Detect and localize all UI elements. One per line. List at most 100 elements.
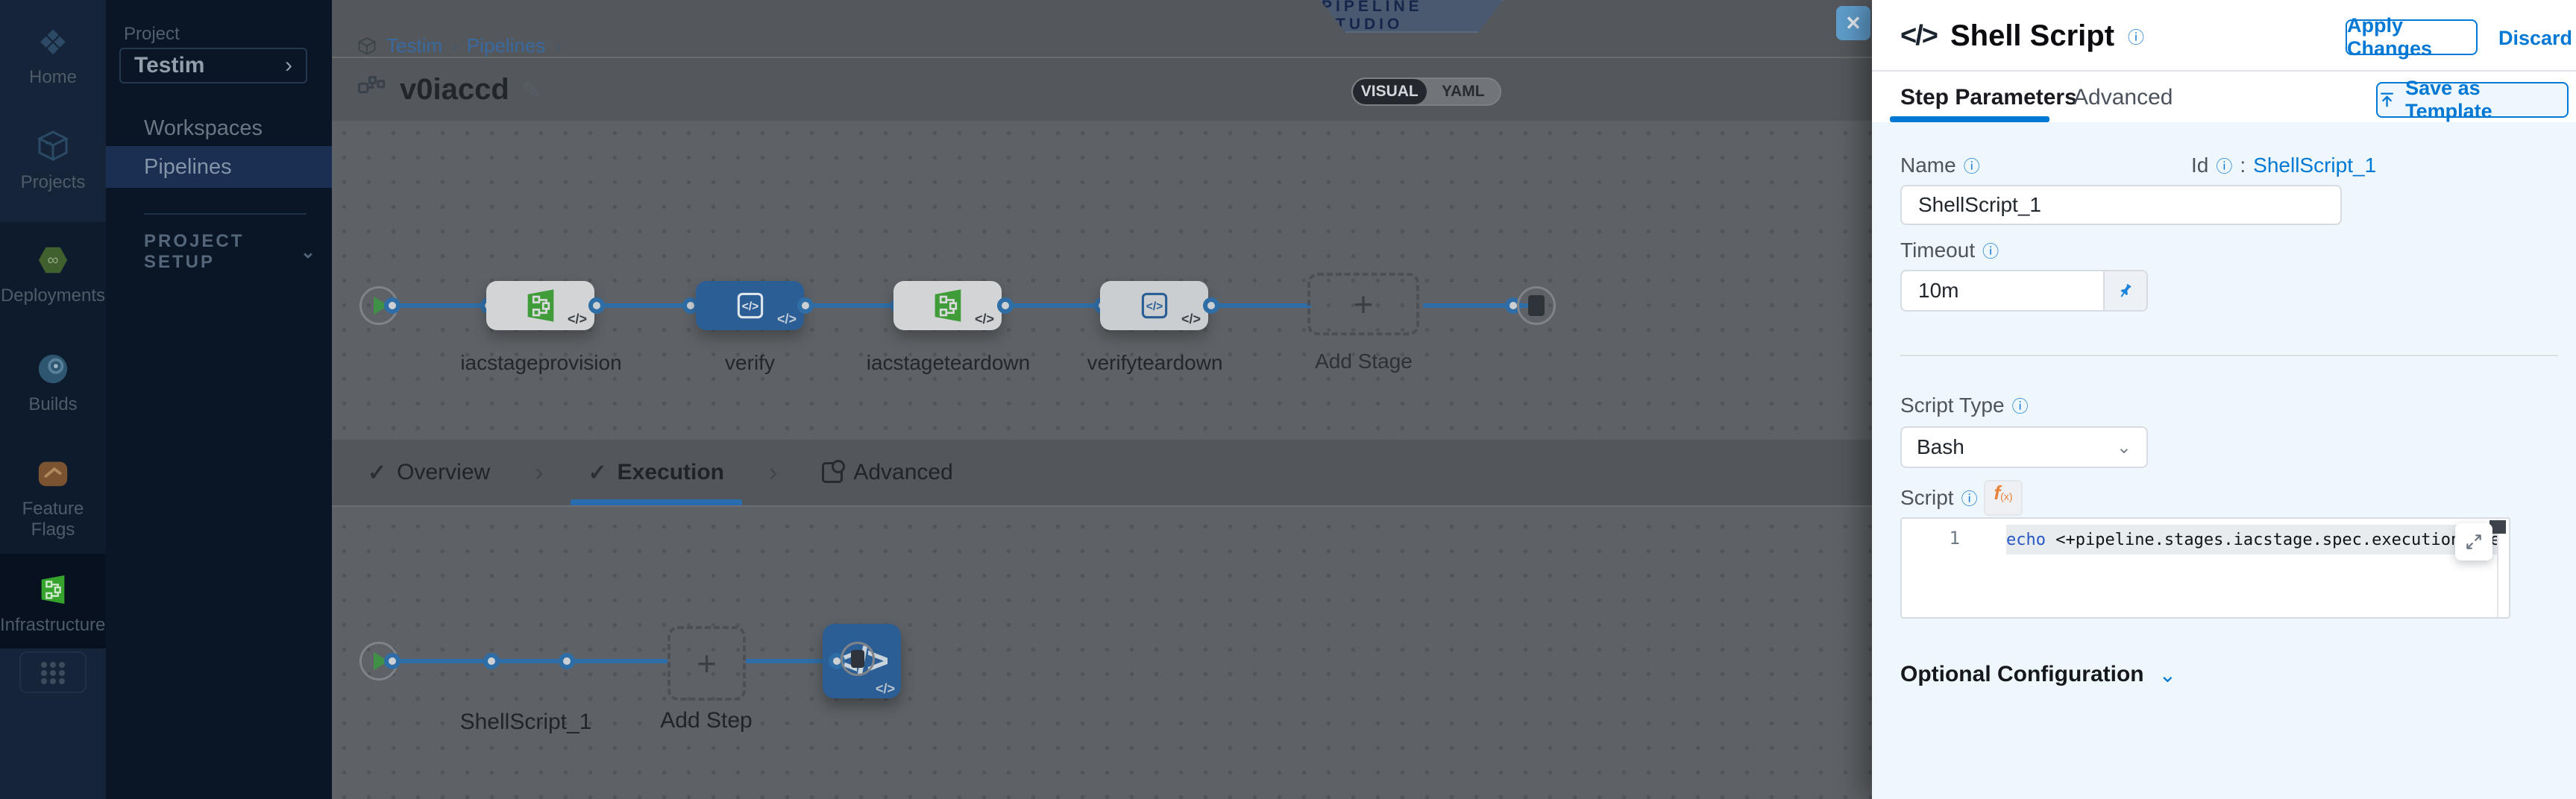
script-code-editor[interactable]: 1 echo <+pipeline.stages.iacstage.spec.e… — [1900, 517, 2510, 619]
connector-port[interactable] — [384, 653, 400, 669]
project-name: Testim — [134, 53, 205, 78]
builds-icon — [0, 352, 106, 390]
code-keyword: echo — [2006, 530, 2046, 549]
pin-icon — [2120, 283, 2132, 297]
sidebar-item-home[interactable]: ❖ Home — [0, 22, 106, 88]
project-selector[interactable]: Testim › — [119, 48, 307, 83]
sidebar-item-workspaces[interactable]: Workspaces — [144, 116, 263, 140]
visual-yaml-toggle: VISUAL YAML — [1351, 78, 1501, 106]
pipeline-end-node — [1517, 286, 1556, 325]
grid-icon — [41, 662, 65, 684]
info-icon[interactable]: ⓘ — [1961, 490, 1978, 508]
check-icon: ✓ — [368, 460, 387, 485]
script-type-select[interactable]: Bash ⌄ — [1900, 426, 2148, 468]
step-id-row: Id ⓘ : ShellScript_1 — [2191, 154, 2377, 177]
tab-advanced[interactable]: Advanced — [2073, 85, 2173, 110]
infrastructures-icon — [0, 572, 106, 610]
toggle-yaml[interactable]: YAML — [1441, 83, 1485, 100]
sidebar-item-projects[interactable]: Projects — [0, 128, 106, 193]
breadcrumb: Testim › Pipelines › — [356, 34, 561, 57]
info-icon[interactable]: ⓘ — [2216, 157, 2233, 176]
name-input[interactable] — [1900, 185, 2342, 225]
connector-port[interactable] — [997, 297, 1014, 314]
canvas-header: Testim › Pipelines › v0iaccd ✎ PIPELINE … — [332, 0, 1872, 121]
connector-port[interactable] — [559, 653, 575, 669]
project-nav: Project Testim › Workspaces Pipelines PR… — [106, 0, 332, 799]
stage-label: verify — [725, 351, 775, 374]
stage-label: iacstageteardown — [866, 351, 1031, 374]
apply-changes-button[interactable]: Apply Changes — [2346, 14, 2478, 60]
sidebar-item-label: Infrastructures — [0, 615, 115, 635]
pipeline-graph-icon — [357, 75, 386, 93]
infrastructure-stage-icon — [527, 289, 553, 322]
breadcrumb-pipelines[interactable]: Pipelines — [466, 34, 546, 57]
sidebar-item-label: Projects — [20, 172, 86, 192]
add-step-button[interactable]: + — [667, 626, 746, 701]
project-cube-icon — [357, 37, 377, 55]
infrastructure-stage-icon — [934, 289, 961, 322]
execution-end-node — [841, 642, 875, 676]
connector-line — [1423, 303, 1536, 308]
info-icon[interactable]: ⓘ — [1982, 242, 1999, 261]
connector-port[interactable] — [384, 297, 400, 314]
module-grid-button[interactable] — [19, 651, 87, 693]
panel-title-row: </> Shell Script ⓘ — [1900, 19, 2144, 53]
sidebar-item-infrastructures[interactable]: Infrastructures — [0, 572, 115, 636]
info-icon[interactable]: ⓘ — [2011, 397, 2029, 416]
stage-node-iacstageteardown[interactable]: </> — [893, 281, 1002, 330]
save-as-template-button[interactable]: Save as Template — [2376, 77, 2569, 122]
editor-expand-button[interactable] — [2455, 523, 2492, 560]
tab-overview[interactable]: ✓ Overview — [368, 460, 491, 485]
script-field-label: Script ⓘ — [1900, 486, 1978, 509]
edit-pencil-icon[interactable]: ✎ — [521, 76, 541, 104]
connector-port[interactable] — [797, 297, 814, 314]
panel-close-button[interactable]: ✕ — [1836, 6, 1870, 40]
stage-node-iacstageprovision[interactable]: </> — [486, 281, 594, 330]
step-id-value[interactable]: ShellScript_1 — [2253, 154, 2377, 177]
timeout-input[interactable]: 10m — [1918, 279, 1959, 302]
discard-button[interactable]: Discard — [2498, 27, 2573, 49]
stage-node-verifyteardown[interactable]: </> </> — [1100, 281, 1208, 330]
connector-port[interactable] — [483, 653, 500, 669]
project-setup-toggle[interactable]: PROJECT SETUP ⌄ — [144, 231, 315, 272]
add-stage-button[interactable]: + — [1307, 273, 1419, 335]
sidebar-item-label: Builds — [28, 394, 78, 414]
name-field-label: Name ⓘ — [1900, 154, 1980, 177]
editor-scrollbar-thumb[interactable] — [2489, 520, 2506, 534]
add-step-label: Add Step — [660, 708, 753, 733]
sidebar-item-deployments[interactable]: ∞ Deployments — [0, 243, 106, 306]
script-type-field-label: Script Type ⓘ — [1900, 394, 2029, 417]
panel-tabs: Step Parameters Advanced Save as Templat… — [1872, 72, 2576, 122]
sidebar-item-label: Deployments — [0, 285, 106, 306]
code-text: <+pipeline.stages.iacstage.spec.executio… — [2055, 530, 2497, 549]
active-tab-underline — [570, 499, 743, 505]
sidebar-item-feature-flags[interactable]: Feature Flags — [0, 456, 106, 540]
optional-configuration-toggle[interactable]: Optional Configuration ⌄ — [1900, 662, 2177, 686]
sidebar-item-builds[interactable]: Builds — [0, 352, 106, 415]
feature-flags-icon — [0, 456, 106, 494]
connector-port[interactable] — [588, 297, 605, 314]
chevron-right-icon: › — [451, 34, 458, 57]
toggle-visual[interactable]: VISUAL — [1353, 79, 1427, 104]
connector-port[interactable] — [1203, 297, 1219, 314]
breadcrumb-project[interactable]: Testim — [386, 34, 443, 57]
fx-icon: f — [1994, 481, 2001, 504]
expand-icon — [2466, 534, 2481, 549]
code-line[interactable]: echo <+pipeline.stages.iacstage.spec.exe… — [2006, 525, 2497, 555]
tab-execution[interactable]: ✓ Execution — [570, 440, 743, 505]
code-marker-icon: </> — [875, 681, 895, 696]
chevron-down-icon: ⌄ — [2116, 437, 2132, 458]
info-icon[interactable]: ⓘ — [2128, 28, 2145, 47]
fixed-value-pin-button[interactable] — [2103, 271, 2146, 310]
fx-icon-sub: (x) — [2000, 490, 2013, 502]
stage-node-verify-selected[interactable]: </> </> — [696, 281, 804, 330]
custom-stage-icon: </> — [1141, 292, 1167, 319]
chevron-right-icon: › — [535, 458, 544, 487]
tab-step-parameters[interactable]: Step Parameters — [1900, 85, 2077, 110]
expression-fx-button[interactable]: f(x) — [1984, 480, 2023, 516]
divider — [1900, 355, 2558, 356]
chevron-right-icon: › — [285, 53, 292, 78]
sidebar-item-pipelines[interactable]: Pipelines — [106, 146, 332, 188]
tab-advanced[interactable]: Advanced — [822, 440, 953, 505]
info-icon[interactable]: ⓘ — [1963, 157, 1980, 176]
